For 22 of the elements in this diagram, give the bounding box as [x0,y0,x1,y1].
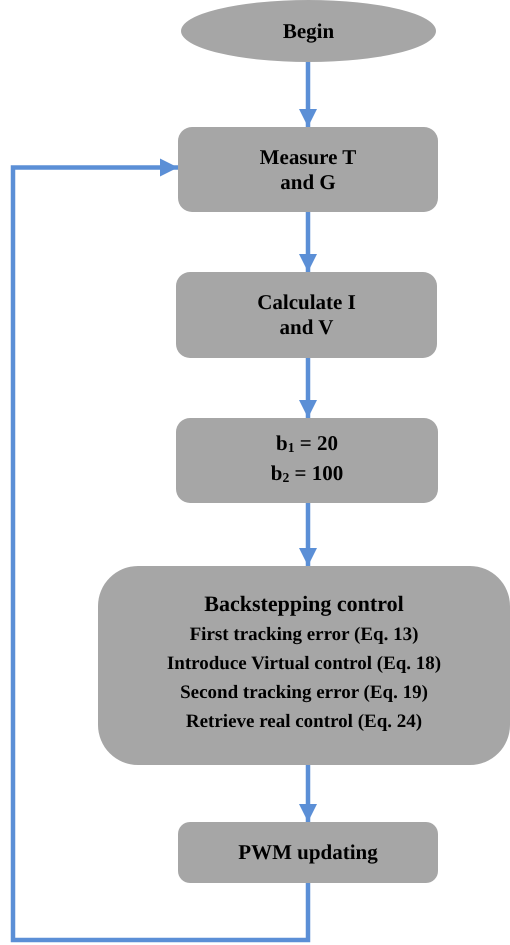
arrow [299,62,317,127]
step-text: Measure T and G [258,144,358,194]
step-text: Calculate I and V [256,290,357,340]
process-box [178,127,438,212]
process-box [176,272,437,358]
process-box [98,566,510,765]
loop-arrow [10,158,310,942]
arrow [299,358,317,418]
step-text: PWM updating [238,840,378,865]
step-text: Begin [282,18,334,44]
step-text: Second tracking error (Eq. 19) [180,680,428,704]
arrow [299,503,317,566]
arrow [299,765,317,822]
step-text: Introduce Virtual control (Eq. 18) [166,652,442,676]
step-text: b$_{1}$ = 20 [276,431,338,458]
step-text: Retrieve real control (Eq. 24) [186,710,422,734]
step-text: b$_{2}$ = 100 [270,460,344,487]
step-text: First tracking error (Eq. 13) [190,622,418,646]
arrow [299,212,317,272]
step-heading: Backstepping control [204,590,404,618]
process-box [176,418,438,503]
process-box [178,822,438,883]
